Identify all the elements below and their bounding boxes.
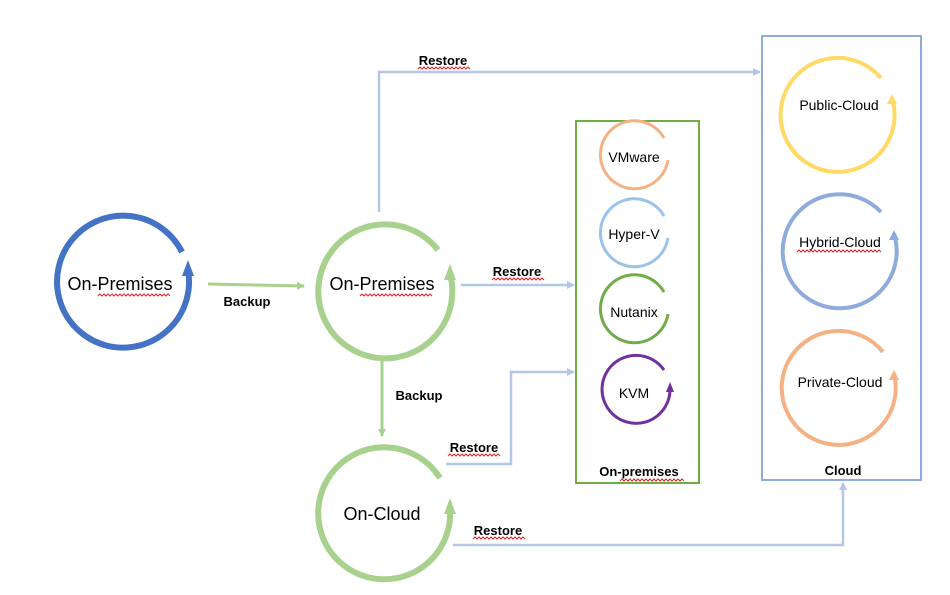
spellcheck-underline xyxy=(359,293,433,297)
cloud-group-box xyxy=(761,35,922,481)
nutanix-cycle-icon xyxy=(598,273,670,345)
source-on-premises-label: On-Premises xyxy=(67,274,172,294)
private-cloud-arrowhead xyxy=(889,370,899,380)
spellcheck-underline xyxy=(796,249,882,253)
onprem-item-nutanix: Nutanix xyxy=(598,273,670,345)
hybrid-cloud-label: Hybrid-Cloud xyxy=(799,234,881,250)
restore-label-top: Restore xyxy=(419,53,467,68)
backup-label-2: Backup xyxy=(396,388,443,403)
spellcheck-underline xyxy=(491,277,545,281)
onprem-item-vmware: VMware xyxy=(598,119,670,191)
spellcheck-underline xyxy=(447,453,501,457)
public-cloud-label: Public-Cloud xyxy=(799,97,878,113)
restore-arrow-cloud-to-onprem xyxy=(446,368,575,466)
onprem-group-title: On-premises xyxy=(599,464,678,479)
hyperv-label: Hyper-V xyxy=(608,226,660,242)
on-cloud-cycle-icon xyxy=(315,444,454,583)
onprem-item-hyperv: Hyper-V xyxy=(598,197,670,269)
cloud-item-hybrid: Hybrid-Cloud xyxy=(780,192,899,311)
on-cloud-label: On-Cloud xyxy=(343,504,420,524)
source-on-premises-node: On-Premises xyxy=(54,212,194,351)
onprem-group-box xyxy=(575,120,700,484)
spellcheck-underline xyxy=(417,66,471,70)
kvm-cycle-icon xyxy=(600,353,672,425)
restore-label-cloud-to-onprem: Restore xyxy=(450,440,498,455)
public-cloud-arrowhead xyxy=(887,94,897,104)
on-cloud-cycle-arrowhead xyxy=(444,498,456,514)
hybrid-cloud-arrowhead xyxy=(889,230,899,240)
cloud-item-public: Public-Cloud xyxy=(778,55,897,174)
backup-on-premises-node: On-Premises xyxy=(315,221,456,362)
backup-label-1: Backup xyxy=(224,294,271,309)
backup-onprem-cycle-icon xyxy=(315,221,456,362)
restore-arrow-cloud-to-cloud xyxy=(453,482,847,547)
spellcheck-underline xyxy=(619,478,685,482)
onprem-item-kvm: KVM xyxy=(600,353,674,425)
nutanix-label: Nutanix xyxy=(610,304,657,320)
source-cycle-icon xyxy=(54,212,193,351)
on-cloud-node: On-Cloud xyxy=(315,444,456,583)
restore-label-mid: Restore xyxy=(493,264,541,279)
vmware-label: VMware xyxy=(608,149,660,165)
restore-arrow-top xyxy=(377,68,761,212)
hybrid-cloud-cycle-icon xyxy=(780,192,899,311)
hyperv-cycle-icon xyxy=(598,197,670,269)
cloud-group-title: Cloud xyxy=(825,463,862,478)
private-cloud-cycle-icon xyxy=(779,328,898,447)
backup-on-premises-label: On-Premises xyxy=(329,274,434,294)
backup-onprem-cycle-arrowhead xyxy=(444,264,456,280)
source-cycle-arrowhead xyxy=(182,260,194,276)
cloud-item-private: Private-Cloud xyxy=(779,328,899,447)
backup-arrow-1 xyxy=(207,281,305,290)
private-cloud-label: Private-Cloud xyxy=(798,374,883,390)
kvm-cycle-arrowhead xyxy=(666,382,674,392)
spellcheck-underline xyxy=(472,536,526,540)
kvm-label: KVM xyxy=(619,385,649,401)
vmware-cycle-icon xyxy=(598,119,670,191)
spellcheck-underline xyxy=(97,293,171,297)
public-cloud-cycle-icon xyxy=(778,55,897,174)
restore-label-cloud-to-cloud: Restore xyxy=(474,523,522,538)
